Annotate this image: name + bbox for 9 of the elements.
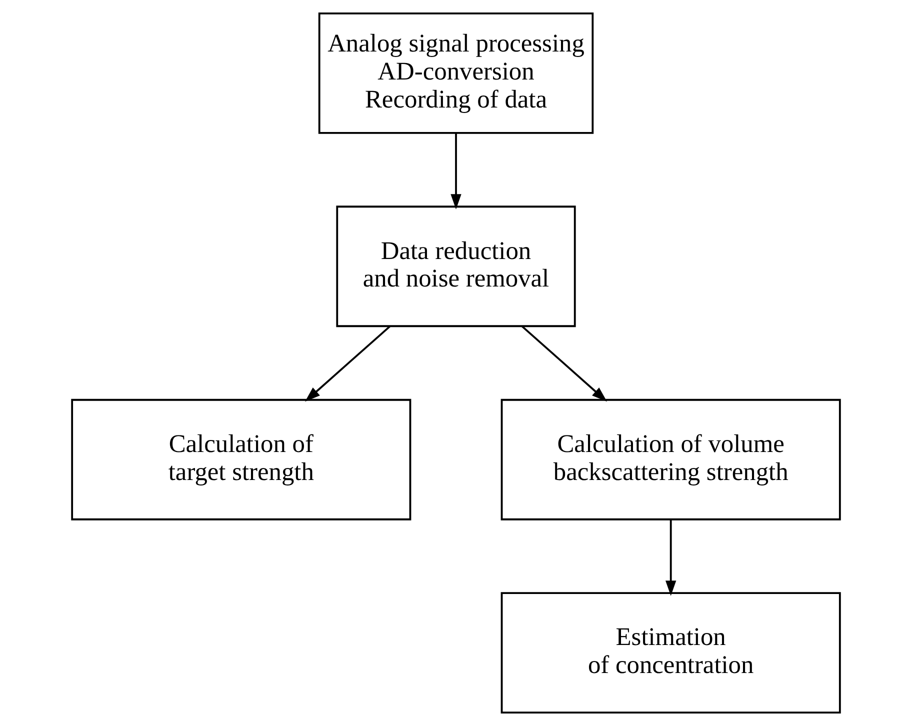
node-box: Calculation of target strength bbox=[71, 398, 412, 520]
node-box: Data reduction and noise removal bbox=[336, 206, 576, 328]
arrow bbox=[305, 326, 390, 402]
node-box: Analog signal processing AD-conversion Recording of data bbox=[318, 12, 594, 134]
arrow bbox=[522, 326, 607, 402]
arrow bbox=[450, 133, 462, 210]
node-box: Estimation of concentration bbox=[500, 592, 841, 714]
node-box: Calculation of volume backscattering strength bbox=[500, 398, 841, 520]
arrow bbox=[666, 520, 676, 596]
